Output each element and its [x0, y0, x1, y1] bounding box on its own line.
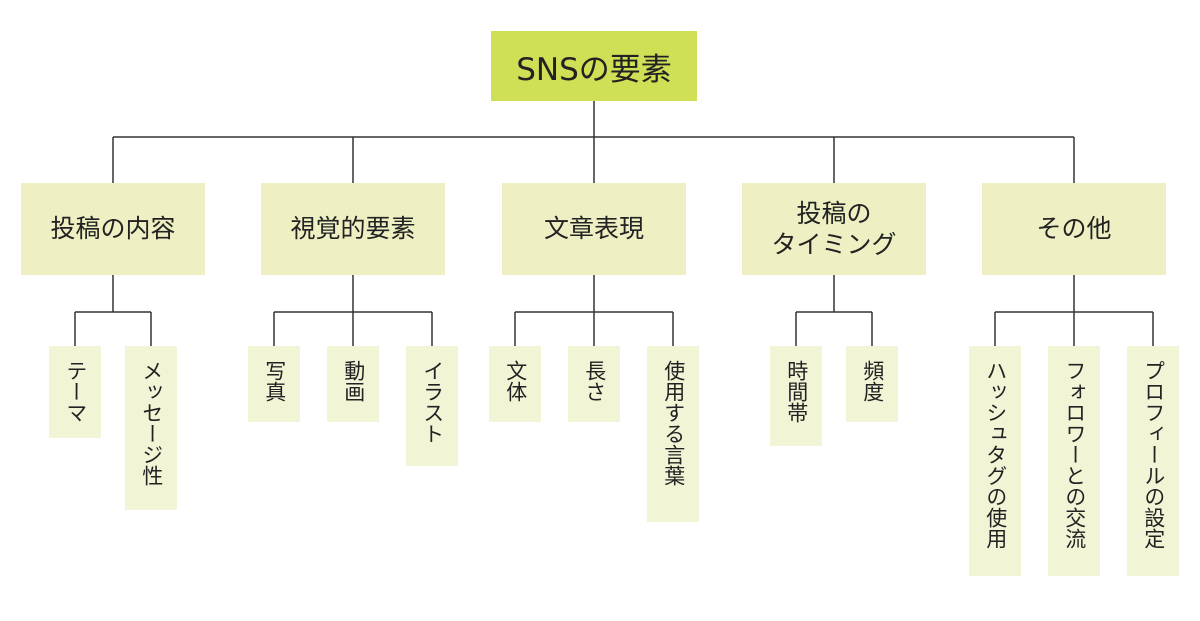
leaf-node: ハッシュタグの使用: [969, 346, 1021, 576]
category-node-text-expression: 文章表現: [502, 183, 686, 275]
leaf-label: プロフィールの設定: [1141, 360, 1166, 549]
leaf-label: 写真: [262, 360, 287, 402]
leaf-node: 長さ: [568, 346, 620, 422]
leaf-node: 文体: [489, 346, 541, 422]
category-node-post-timing: 投稿の タイミング: [742, 183, 926, 275]
leaf-node: 頻度: [846, 346, 898, 422]
leaf-label: イラスト: [420, 360, 445, 444]
leaf-node: 使用する言葉: [647, 346, 699, 522]
leaf-label: 文体: [503, 360, 528, 402]
category-node-other: その他: [982, 183, 1166, 275]
category-label: 文章表現: [543, 214, 644, 244]
leaf-node: テーマ: [49, 346, 101, 438]
leaf-node: 時間帯: [770, 346, 822, 446]
leaf-node: イラスト: [406, 346, 458, 466]
leaf-label: 使用する言葉: [661, 360, 686, 486]
leaf-label: 頻度: [860, 360, 885, 402]
leaf-label: 時間帯: [784, 360, 809, 423]
leaf-label: フォロワーとの交流: [1062, 360, 1087, 549]
category-label: 投稿の内容: [50, 214, 176, 244]
leaf-label: 動画: [341, 360, 366, 402]
category-label: 視覚的要素: [290, 214, 416, 244]
leaf-node: フォロワーとの交流: [1048, 346, 1100, 576]
category-label: その他: [1036, 214, 1112, 244]
leaf-label: テーマ: [63, 360, 88, 423]
leaf-node: プロフィールの設定: [1127, 346, 1179, 576]
leaf-label: ハッシュタグの使用: [983, 360, 1008, 549]
root-node: SNSの要素: [491, 31, 697, 101]
category-node-visual-elements: 視覚的要素: [261, 183, 445, 275]
category-label: 投稿の タイミング: [771, 198, 897, 259]
leaf-label: メッセージ性: [139, 360, 164, 486]
leaf-node: メッセージ性: [125, 346, 177, 510]
leaf-label: 長さ: [582, 360, 607, 402]
category-node-post-content: 投稿の内容: [21, 183, 205, 275]
leaf-node: 動画: [327, 346, 379, 422]
leaf-node: 写真: [248, 346, 300, 422]
root-node-label: SNSの要素: [516, 51, 672, 88]
